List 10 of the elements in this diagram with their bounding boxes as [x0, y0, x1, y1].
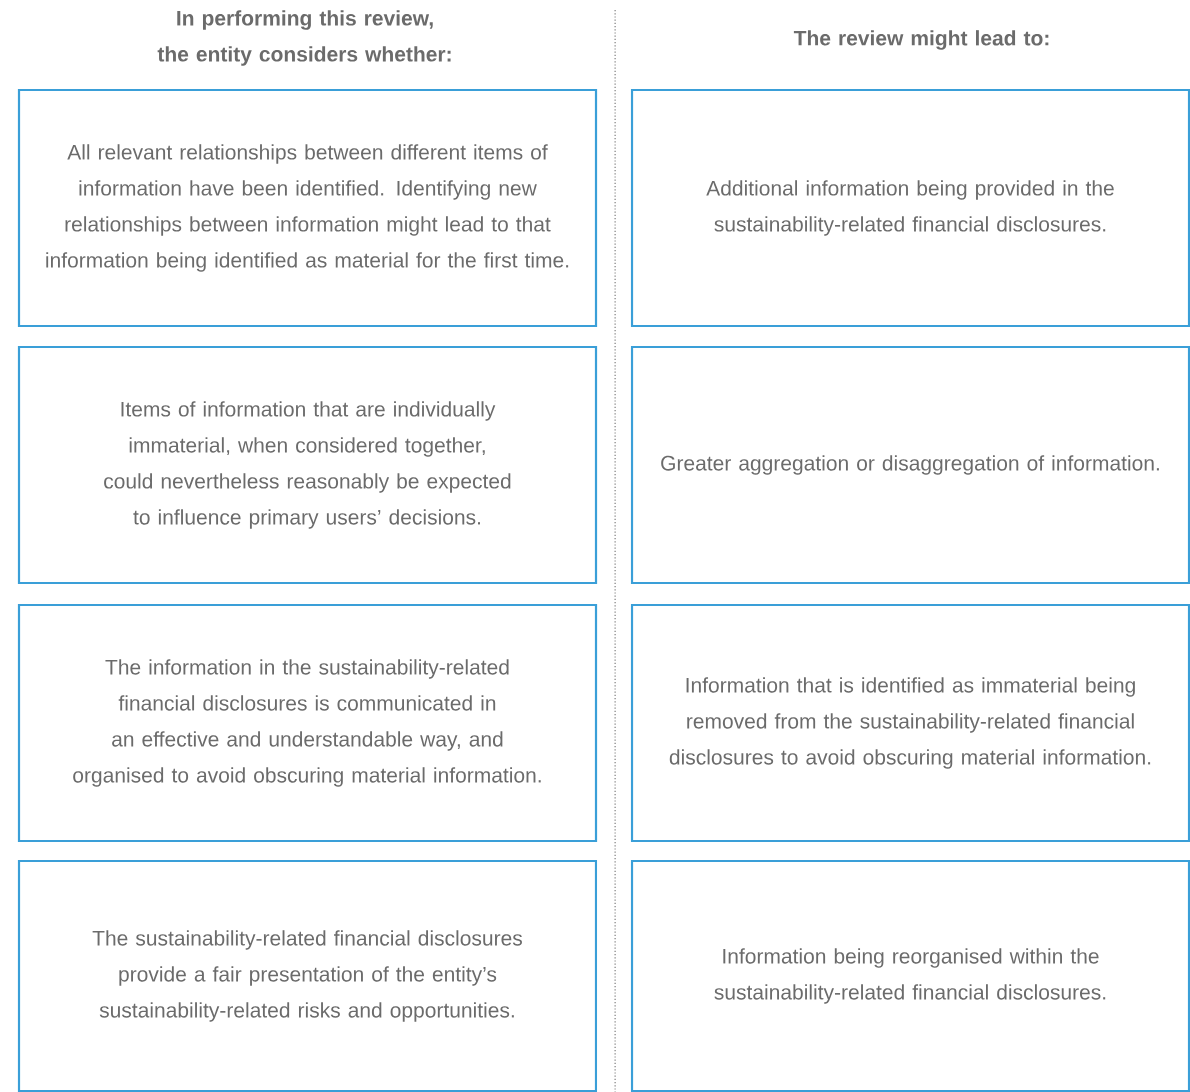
text-box: Additional information being provided in the sustainability-related financial disclosures. — [630, 88, 1190, 328]
text-box: Information that is identified as immaterial being removed from the sustainability-related financial disclosures to avoid obscuring material information. — [630, 603, 1190, 843]
text-box: Information being reorganised within the sustainability-related financial disclosures. — [630, 859, 1190, 1092]
text-box: All relevant relationships between different items of information have been identified. Identifying new relationships between information might lead to that information being identified as material for the first time. — [17, 88, 598, 328]
text-box: Items of information that are individually immaterial, when considered together, could nevertheless reasonably be expected to influence primary users’ decisions. — [17, 345, 598, 585]
text-box: The sustainability-related financial disclosures provide a fair presentation of the entity’s sustainability-related risks and opportunities. — [17, 859, 598, 1092]
column-heading: In performing this review, the entity considers whether: — [157, 10, 451, 66]
text-box: Greater aggregation or disaggregation of information. — [630, 345, 1190, 585]
column-heading: The review might lead to: — [793, 30, 1049, 50]
text-box: The information in the sustainability-related financial disclosures is communicated in an effective and understandable way, and organised to avoid obscuring material information. — [17, 603, 598, 843]
